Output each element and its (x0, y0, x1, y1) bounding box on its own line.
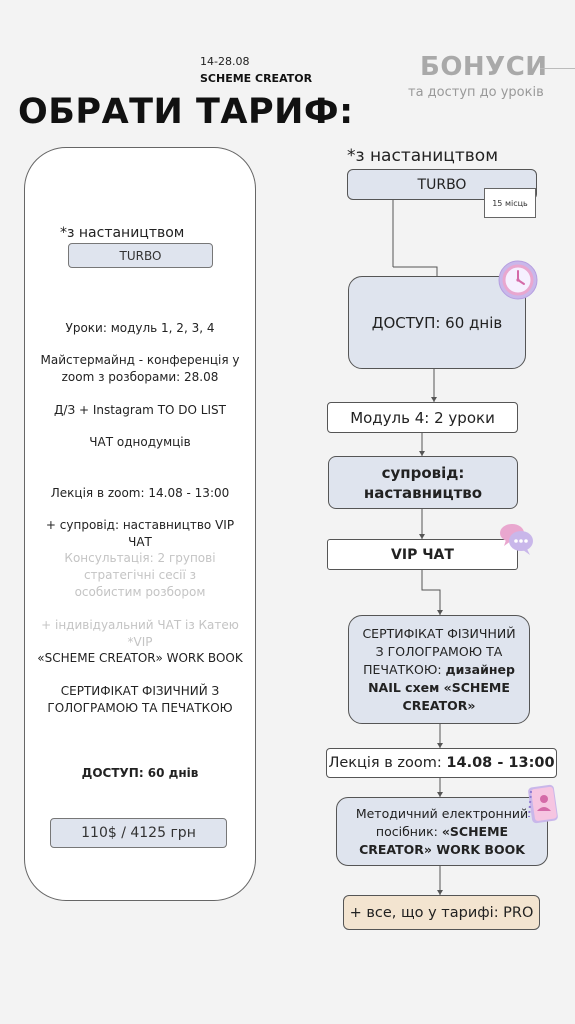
flow-certificate: СЕРТИФІКАТ ФІЗИЧНИЙ З ГОЛОГРАМОЮ ТА ПЕЧА… (348, 615, 530, 724)
flow-support-line: наставництво (363, 483, 483, 502)
flow-workbook-plain: Методичний електронний посібник: (355, 805, 529, 839)
flow-lecture-text: Лекція в zoom: 14.08 - 13:00 (328, 755, 554, 771)
connector-line (421, 570, 441, 615)
seats-note: 15 місць (484, 188, 536, 218)
flow-workbook-bold: «SCHEME CREATOR» WORK BOOK (359, 823, 525, 857)
course-name: SCHEME CREATOR (200, 72, 313, 85)
date-range: 14-28.08 (200, 55, 250, 68)
tariff-feature: СЕРТИФІКАТ ФІЗИЧНИЙ З ГОЛОГРАМОЮ ТА ПЕЧА… (47, 684, 233, 715)
connector-arrowhead (437, 792, 443, 797)
flow-lecture-plain: Лекція в zoom: (328, 755, 447, 771)
flow-access-label: ДОСТУП: 60 днів (371, 313, 503, 332)
flow-certificate-bold: дизайнер NAIL схем «SCHEME CREATOR» (368, 661, 515, 713)
flow-pro: + все, що у тарифі: PRO (343, 895, 540, 930)
tariff-feature: Майстермайнд - конференція у zoom з розб… (40, 353, 240, 384)
connector-arrowhead (419, 451, 425, 456)
flow-access: ДОСТУП: 60 днів (348, 276, 526, 369)
flow-lecture: Лекція в zoom: 14.08 - 13:00 (326, 748, 557, 778)
chat-bubbles-icon (496, 519, 536, 559)
flow-pro-label: + все, що у тарифі: PRO (349, 904, 534, 921)
tariff-feature-disabled: Консультація: 2 групові стратегічні сесі… (64, 551, 216, 599)
connector-arrowhead (419, 534, 425, 539)
tariff-access: ДОСТУП: 60 днів (81, 766, 199, 780)
flow-module-label: Модуль 4: 2 уроки (350, 408, 495, 427)
tariff-feature-disabled: + індивідуальний ЧАТ із Катею *VIP (41, 618, 239, 649)
flow-workbook-text: Методичний електронний посібник: «SCHEME… (345, 805, 539, 859)
connector-arrowhead (437, 610, 443, 615)
connector-arrowhead (431, 397, 437, 402)
tariff-feature: Лекція в zoom: 14.08 - 13:00 (50, 486, 230, 500)
flow-support: супровід: наставництво (328, 456, 518, 509)
flow-certificate-text: СЕРТИФІКАТ ФІЗИЧНИЙ З ГОЛОГРАМОЮ ТА ПЕЧА… (357, 625, 521, 715)
flow-turbo-label: TURBO (417, 176, 467, 193)
flow-workbook: Методичний електронний посібник: «SCHEME… (336, 797, 548, 866)
flow-vip-chat: VIP ЧАТ (327, 539, 518, 570)
bonus-divider (540, 68, 575, 69)
bonus-subtitle: та доступ до уроків (408, 85, 544, 100)
flow-turbo: TURBO (347, 169, 537, 200)
tariff-mentor-label: *з настаництвом (60, 225, 185, 241)
connector-arrowhead (437, 890, 443, 895)
tariff-card (24, 147, 256, 901)
flow-module: Модуль 4: 2 уроки (327, 402, 518, 433)
connector-line (393, 266, 438, 276)
tariff-price[interactable]: 110$ / 4125 грн (50, 818, 227, 848)
flow-lecture-bold: 14.08 - 13:00 (446, 755, 555, 771)
flow-certificate-plain: СЕРТИФІКАТ ФІЗИЧНИЙ З ГОЛОГРАМОЮ ТА ПЕЧА… (362, 625, 516, 677)
bonus-title: БОНУСИ (420, 52, 548, 82)
page-title: ОБРАТИ ТАРИФ: (18, 92, 354, 132)
flow-vip-chat-label: VIP ЧАТ (391, 546, 454, 563)
tariff-feature: Уроки: модуль 1, 2, 3, 4 (65, 321, 215, 335)
tariff-feature: + супровід: наставництво VIP ЧАТ (45, 518, 235, 549)
clock-icon (497, 259, 539, 301)
tariff-turbo-badge: TURBO (68, 243, 213, 268)
notebook-icon (525, 783, 561, 827)
connector-arrowhead (437, 743, 443, 748)
tariff-feature: Д/З + Instagram TO DO LIST (54, 403, 226, 417)
flow-mentor-label: *з настаництвом (347, 146, 499, 166)
flow-support-line: супровід: (381, 463, 465, 482)
tariff-feature: «SCHEME CREATOR» WORK BOOK (37, 651, 243, 665)
tariff-feature: ЧАТ однодумців (89, 435, 191, 449)
